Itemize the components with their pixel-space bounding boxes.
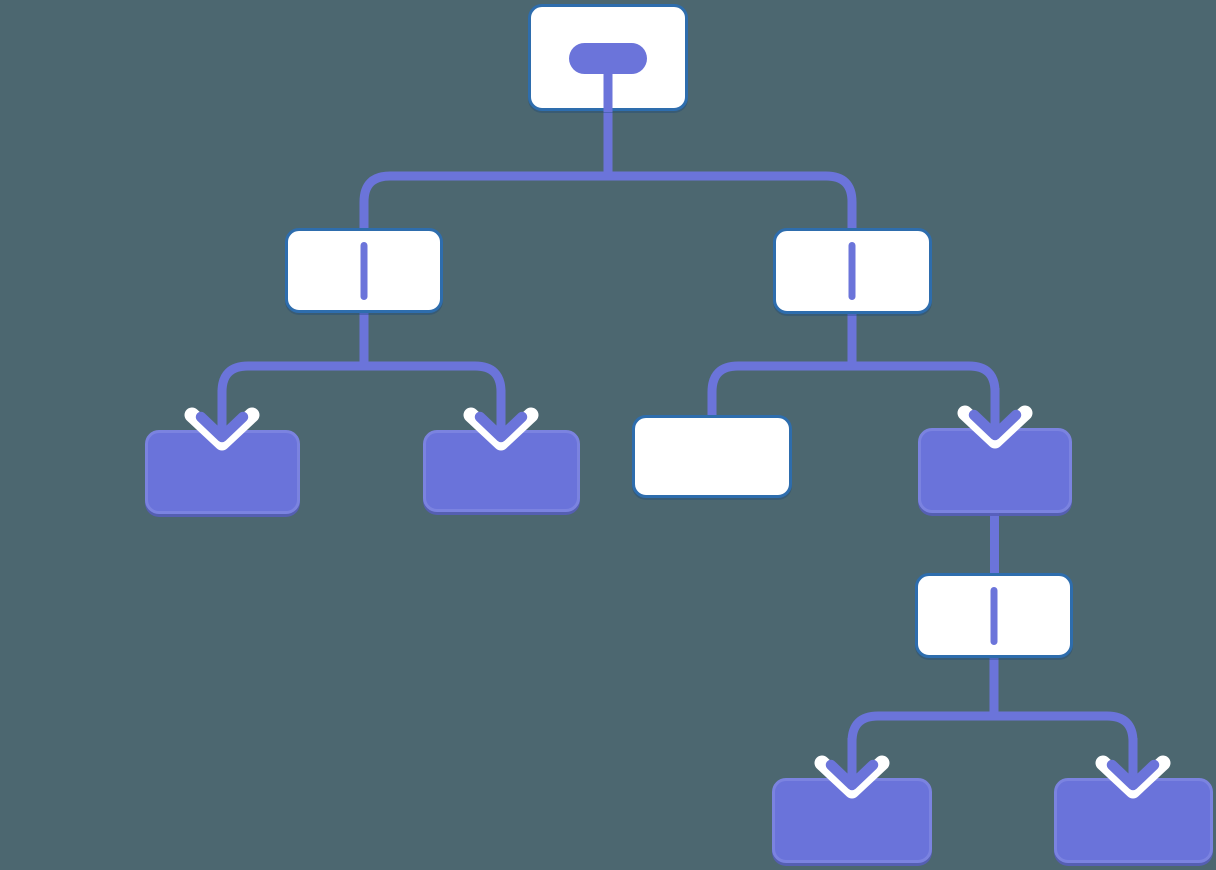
outcome-node-1 [144, 430, 300, 514]
divider-mark-icon [990, 586, 998, 645]
plain-node [632, 415, 792, 498]
root-node [528, 4, 688, 112]
outcome-node-5 [1053, 778, 1213, 863]
tree-trunk-icon [603, 69, 613, 112]
outcome-node-3 [918, 428, 1072, 513]
decision-node-bottom [915, 573, 1073, 658]
divider-mark-icon [848, 242, 856, 300]
decision-node-right [772, 228, 932, 314]
outcome-node-4 [772, 778, 932, 863]
outcome-node-2 [422, 430, 580, 512]
decision-node-left [285, 228, 443, 313]
tree-pill-icon [569, 43, 647, 74]
divider-mark-icon [360, 241, 368, 300]
